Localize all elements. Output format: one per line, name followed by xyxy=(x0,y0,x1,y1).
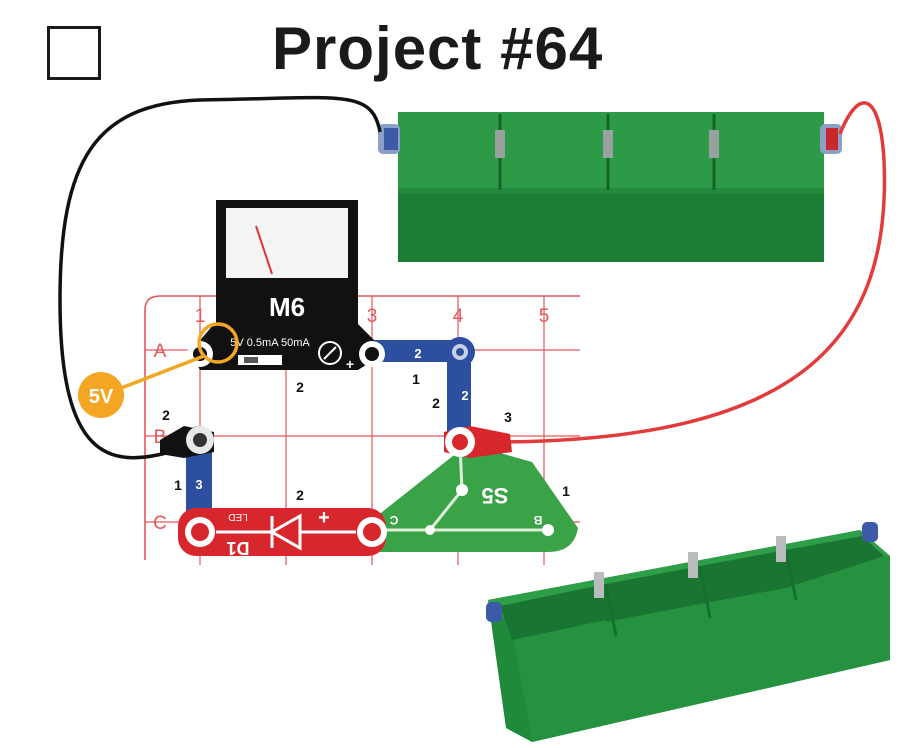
photo-snap-left xyxy=(486,602,502,622)
meter-setting-callout: 5V xyxy=(78,322,239,418)
level-num-meter: 2 xyxy=(296,379,304,395)
wire-top-badge: 2 xyxy=(414,346,421,361)
switch-letter-c: C xyxy=(389,513,398,527)
level-num-wire-top: 1 xyxy=(412,371,420,387)
grid-row-c: C xyxy=(153,513,167,534)
meter-plus-sign: + xyxy=(346,356,354,372)
wire-right-badge: 2 xyxy=(461,388,468,403)
led-plus-sign: + xyxy=(318,507,330,529)
switch-s5[interactable]: S5 B C xyxy=(372,443,578,552)
black-jumper-snap[interactable] xyxy=(160,426,214,458)
level-num-red-snap: 3 xyxy=(504,409,512,425)
led-label: D1 xyxy=(226,538,249,558)
led-d1[interactable]: D1 LED + xyxy=(178,507,387,558)
grid-col-1: 1 xyxy=(195,306,206,327)
meter-needle-icon xyxy=(255,225,273,275)
project-title: Project #64 xyxy=(272,15,604,82)
level-num-led: 2 xyxy=(296,487,304,503)
led-sub: LED xyxy=(228,511,247,522)
project-checkbox-icon[interactable] xyxy=(47,26,101,80)
diode-icon xyxy=(216,513,356,551)
meter-range-selector[interactable] xyxy=(238,355,282,365)
photo-snap-right xyxy=(862,522,878,542)
battery-snap-positive[interactable] xyxy=(820,124,842,154)
switch-letter-b: B xyxy=(533,513,542,527)
level-num-switch: 1 xyxy=(562,483,570,499)
battery-holder-photo xyxy=(486,522,890,742)
grid-col-4: 4 xyxy=(453,306,464,327)
grid-row-a: A xyxy=(154,341,167,362)
battery-snap-negative[interactable] xyxy=(378,124,400,154)
meter-scale-label: 5V 0.5mA 50mA xyxy=(230,337,310,349)
switch-label: S5 xyxy=(482,483,509,508)
black-wire[interactable] xyxy=(58,95,382,460)
meter-label: M6 xyxy=(269,292,305,322)
red-jumper-snap[interactable] xyxy=(444,426,512,458)
grid-col-3: 3 xyxy=(367,306,378,327)
level-num-black-snap: 2 xyxy=(162,407,170,423)
level-num-wire-right: 2 xyxy=(432,395,440,411)
switch-icon xyxy=(428,489,464,531)
meter-m6[interactable]: M6 5V 0.5mA 50mA + xyxy=(187,200,386,372)
level-num-wire-left: 1 xyxy=(174,477,182,493)
battery-holder-top xyxy=(378,112,842,262)
wire-left-badge: 3 xyxy=(195,477,202,492)
callout-5v-label: 5V xyxy=(89,386,114,408)
grid-col-5: 5 xyxy=(539,306,550,327)
red-wire[interactable] xyxy=(499,101,887,444)
